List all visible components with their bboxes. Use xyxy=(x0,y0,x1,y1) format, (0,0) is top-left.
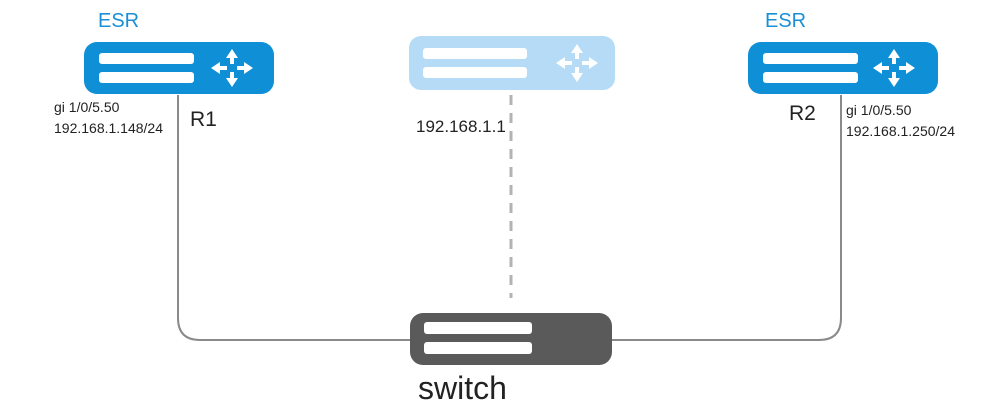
r2-ip-address: 192.168.1.250/24 xyxy=(846,123,955,139)
router-arrows-icon xyxy=(556,44,598,82)
router-r1 xyxy=(84,42,274,94)
router-r2 xyxy=(748,42,938,94)
r2-name-label: R2 xyxy=(789,102,816,125)
r1-interface-name: gi 1/0/5.50 xyxy=(54,99,120,115)
r2-brand-label: ESR xyxy=(765,10,807,32)
virtual-ip-label: 192.168.1.1 xyxy=(416,117,506,136)
link-r2-switch xyxy=(612,95,842,341)
switch-label: switch xyxy=(418,370,507,406)
r1-brand-label: ESR xyxy=(98,10,140,32)
switch-device xyxy=(410,313,612,365)
r1-ip-address: 192.168.1.148/24 xyxy=(54,120,163,136)
virtual-router xyxy=(409,36,615,90)
r1-interface-info: gi 1/0/5.50 192.168.1.148/24 xyxy=(54,97,163,139)
r2-interface-name: gi 1/0/5.50 xyxy=(846,102,912,118)
router-arrows-icon xyxy=(873,49,915,87)
r1-name-label: R1 xyxy=(190,108,217,131)
router-arrows-icon xyxy=(211,49,253,87)
link-r1-switch xyxy=(177,95,412,341)
r2-interface-info: gi 1/0/5.50 192.168.1.250/24 xyxy=(846,100,955,142)
